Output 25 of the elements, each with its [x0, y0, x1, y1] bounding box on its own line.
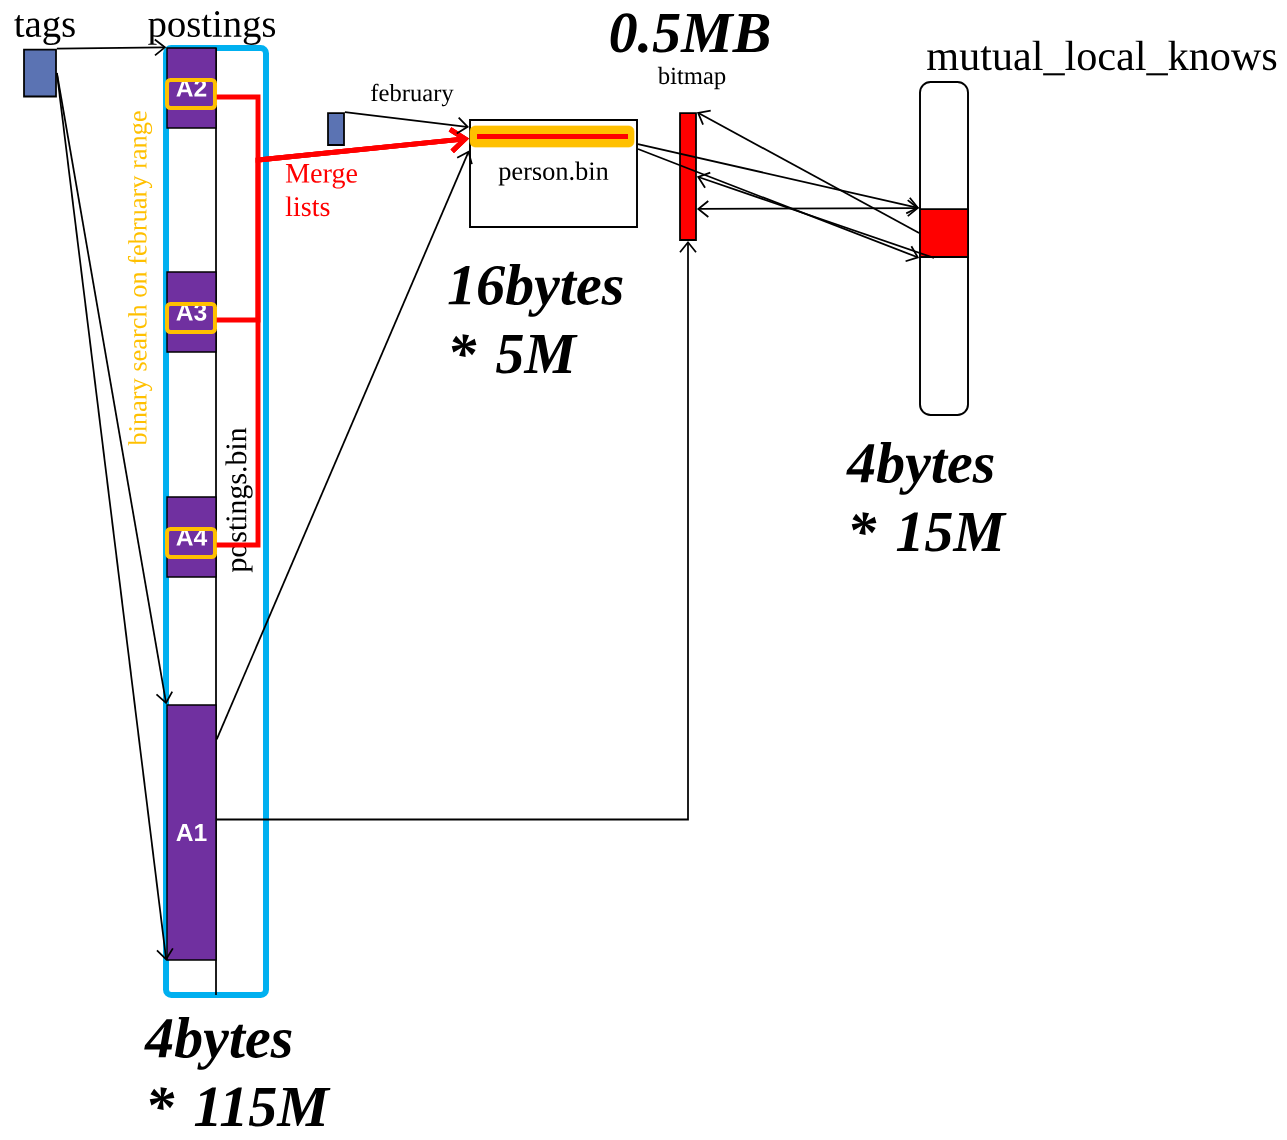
block-label: february: [371, 83, 454, 107]
arrow: [215, 150, 473, 741]
annotation: binary search on february range: [127, 111, 153, 446]
size-label: 4bytes * 115M: [144, 1017, 331, 1127]
arrow: [696, 171, 935, 259]
column-heading: postings: [148, 11, 276, 45]
size-label: 0.5MB: [610, 13, 770, 53]
arrow: [696, 199, 920, 218]
arrow: [216, 127, 470, 548]
arrow: [56, 38, 167, 57]
arrow: [215, 240, 697, 821]
arrow: [344, 111, 470, 135]
size-label: 4bytes * 15M: [846, 442, 1007, 552]
arrow: [696, 109, 920, 234]
arrow: [637, 148, 920, 263]
list-block: A1: [166, 704, 217, 961]
column-heading: tags: [14, 14, 75, 46]
arrow: [637, 143, 920, 215]
edge-label: Merge lists: [283, 162, 357, 218]
bar-label: bitmap: [657, 66, 726, 90]
highlighted-cell: [919, 208, 969, 258]
size-label: 16bytes * 5M: [448, 264, 623, 374]
arrow: [56, 72, 174, 961]
column-heading: mutual_local_knows: [927, 40, 1277, 76]
file-name: postings.bin: [225, 427, 253, 573]
